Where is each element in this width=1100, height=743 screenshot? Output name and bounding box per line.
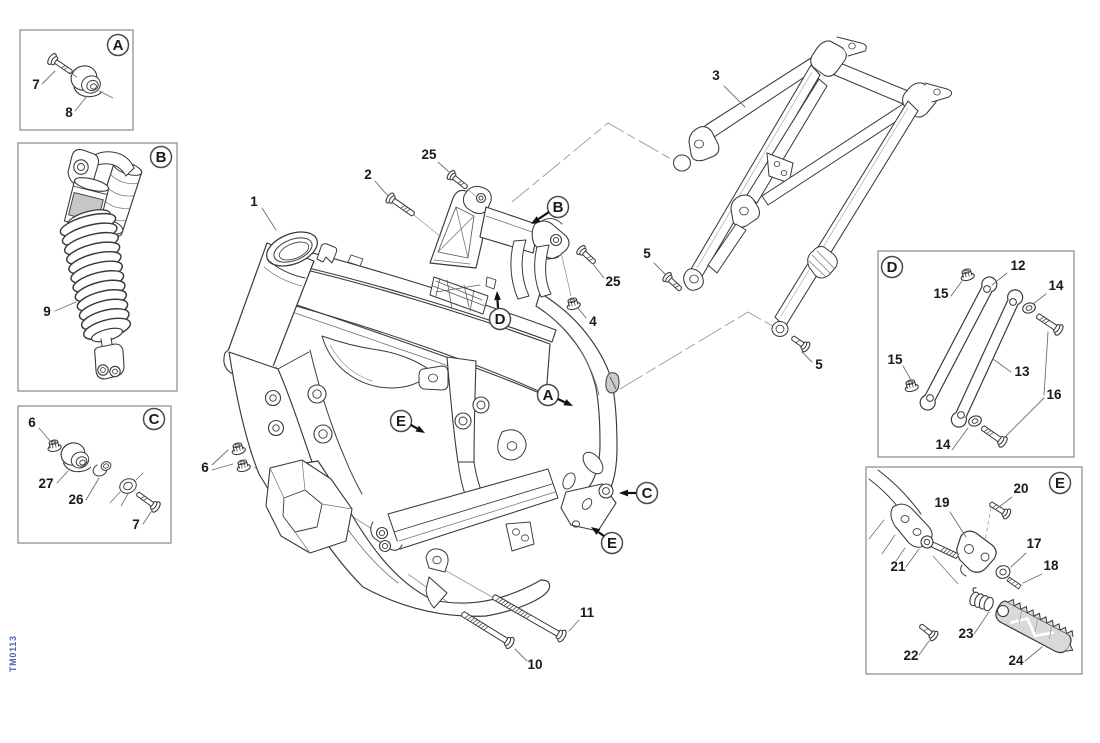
svg-text:B: B xyxy=(156,149,167,166)
svg-text:13: 13 xyxy=(1014,364,1030,379)
svg-text:19: 19 xyxy=(934,495,949,510)
svg-text:12: 12 xyxy=(1010,258,1025,273)
svg-text:27: 27 xyxy=(38,476,53,491)
svg-text:D: D xyxy=(887,259,898,276)
svg-text:E: E xyxy=(396,413,406,430)
svg-text:E: E xyxy=(1055,475,1065,492)
svg-text:5: 5 xyxy=(815,357,823,372)
svg-text:25: 25 xyxy=(605,274,621,289)
svg-text:6: 6 xyxy=(28,415,36,430)
svg-text:23: 23 xyxy=(958,626,974,641)
svg-text:11: 11 xyxy=(580,605,595,620)
svg-text:C: C xyxy=(149,411,160,428)
svg-text:14: 14 xyxy=(1048,278,1064,293)
svg-text:14: 14 xyxy=(935,437,951,452)
svg-text:9: 9 xyxy=(43,304,51,319)
svg-text:15: 15 xyxy=(887,352,903,367)
svg-text:20: 20 xyxy=(1013,481,1028,496)
svg-text:C: C xyxy=(642,485,653,502)
svg-text:D: D xyxy=(495,311,506,328)
svg-text:22: 22 xyxy=(903,648,918,663)
svg-text:3: 3 xyxy=(712,68,720,83)
svg-text:2: 2 xyxy=(364,167,372,182)
svg-text:E: E xyxy=(607,535,617,552)
svg-text:16: 16 xyxy=(1046,387,1062,402)
svg-text:21: 21 xyxy=(890,559,906,574)
svg-text:17: 17 xyxy=(1026,536,1041,551)
svg-text:B: B xyxy=(553,199,564,216)
svg-text:TM0113: TM0113 xyxy=(8,636,18,672)
svg-text:1: 1 xyxy=(250,194,258,209)
svg-text:5: 5 xyxy=(643,246,651,261)
svg-text:8: 8 xyxy=(65,105,73,120)
svg-text:4: 4 xyxy=(589,314,597,329)
svg-text:7: 7 xyxy=(32,77,40,92)
svg-text:7: 7 xyxy=(132,517,140,532)
svg-text:18: 18 xyxy=(1043,558,1059,573)
svg-text:26: 26 xyxy=(68,492,84,507)
svg-text:6: 6 xyxy=(201,460,209,475)
svg-text:A: A xyxy=(543,387,554,404)
svg-text:15: 15 xyxy=(933,286,949,301)
svg-text:24: 24 xyxy=(1008,653,1024,668)
svg-text:A: A xyxy=(113,37,124,54)
svg-text:25: 25 xyxy=(421,147,437,162)
svg-text:10: 10 xyxy=(527,657,542,672)
